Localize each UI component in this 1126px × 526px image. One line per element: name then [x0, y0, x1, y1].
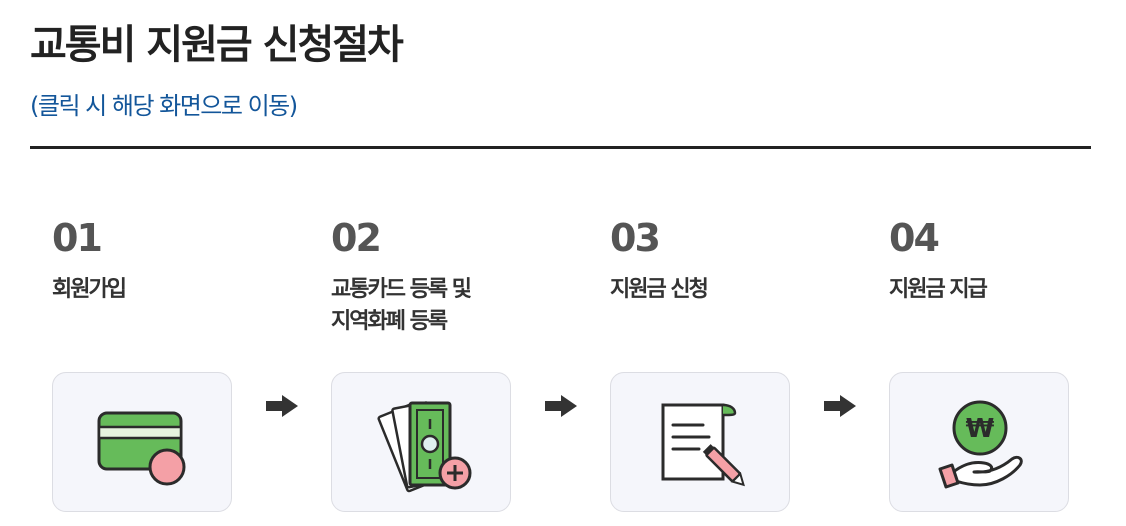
step-number: 04 [889, 216, 940, 260]
step-2: 02 교통카드 등록 및 지역화폐 등록 [331, 216, 531, 338]
cash-add-icon [377, 401, 472, 493]
arrow-right-icon [545, 395, 577, 417]
document-pen-icon [661, 403, 745, 487]
step-label: 지원금 지급 [889, 277, 988, 302]
step-4-link-card[interactable]: ₩ [889, 372, 1069, 512]
svg-text:₩: ₩ [966, 414, 995, 444]
arrow-right-icon [266, 395, 298, 417]
step-4: 04 지원금 지급 [889, 216, 1089, 306]
step-3-link-card[interactable] [610, 372, 790, 512]
step-2-link-card[interactable] [331, 372, 511, 512]
page-subtitle: (클릭 시 해당 화면으로 이동) [30, 92, 298, 120]
credit-card-icon [97, 411, 186, 486]
won-coin-hand-icon: ₩ [938, 400, 1023, 489]
header-divider [30, 146, 1091, 149]
arrow-right-icon [824, 395, 856, 417]
step-number: 03 [610, 216, 661, 260]
page-title: 교통비 지원금 신청절차 [30, 22, 404, 68]
step-number: 01 [52, 216, 103, 260]
step-1: 01 회원가입 [52, 216, 252, 306]
step-number: 02 [331, 216, 382, 260]
step-label: 교통카드 등록 및 지역화폐 등록 [331, 277, 472, 334]
step-3: 03 지원금 신청 [610, 216, 810, 306]
step-label: 지원금 신청 [610, 277, 709, 302]
step-1-link-card[interactable] [52, 372, 232, 512]
step-label: 회원가입 [52, 277, 127, 302]
